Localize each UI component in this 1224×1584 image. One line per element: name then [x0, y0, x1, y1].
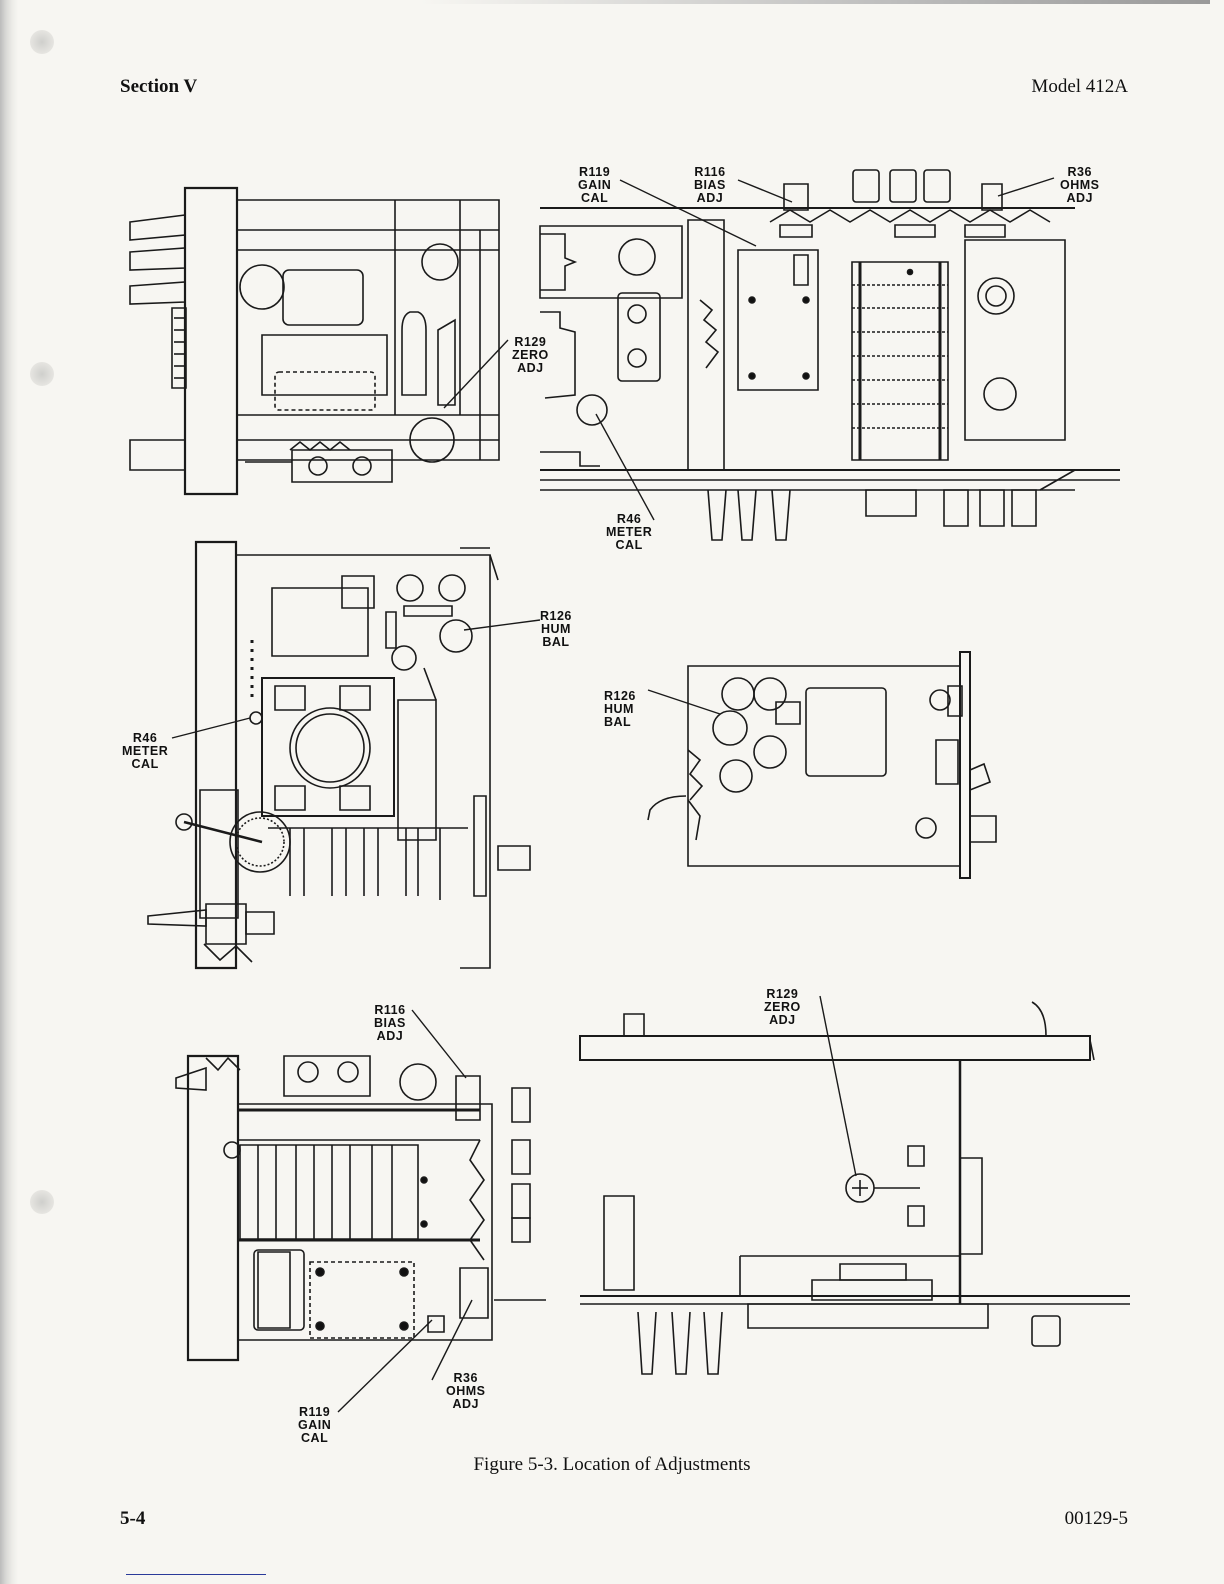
page-number: 5-4 — [120, 1508, 145, 1530]
document-number: 00129-5 — [1065, 1508, 1128, 1530]
view-bottom-right — [580, 1002, 1130, 1374]
view-side-left — [130, 188, 499, 494]
view-side-right — [648, 652, 996, 878]
view-top-right — [540, 170, 1120, 540]
view-bottom-left — [176, 1056, 546, 1360]
figure-caption: Figure 5-3. Location of Adjustments — [0, 1454, 1224, 1476]
divider — [126, 1574, 266, 1575]
view-top-left — [148, 542, 530, 968]
